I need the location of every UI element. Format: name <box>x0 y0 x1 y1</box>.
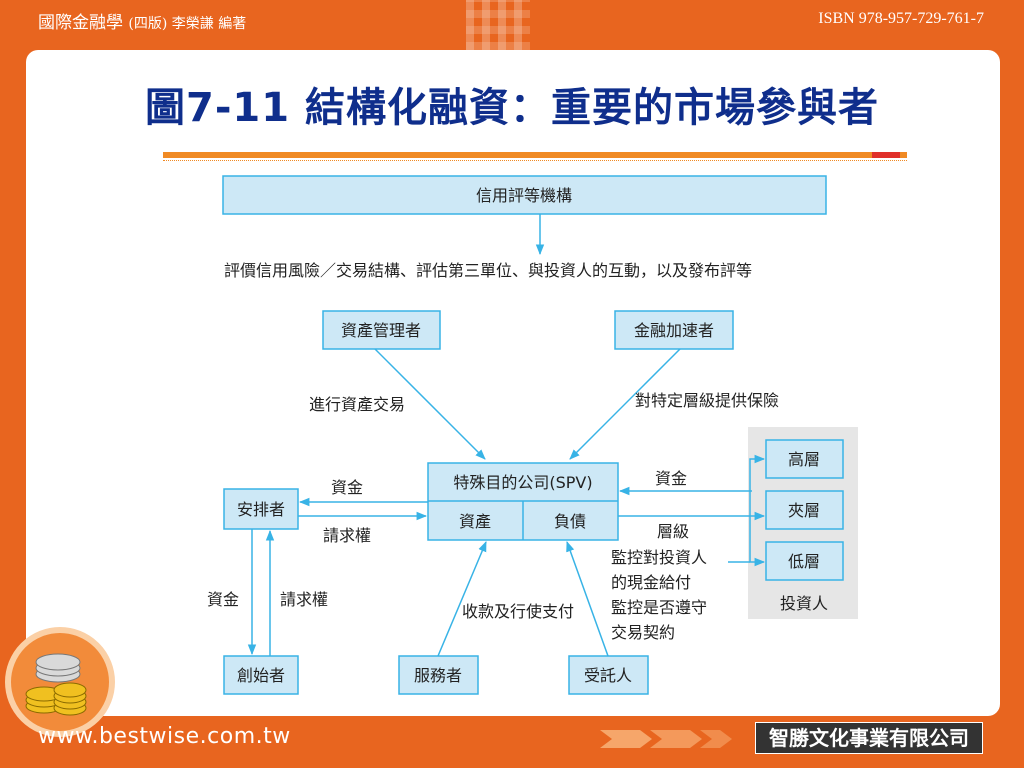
rating-agency-label: 信用評等機構 <box>476 186 572 205</box>
originator-claims-label: 請求權 <box>280 590 328 609</box>
trustee-monitor-1: 監控對投資人 <box>611 548 707 567</box>
originator-box <box>223 655 299 695</box>
trustee-label: 受託人 <box>584 666 632 685</box>
footer-company: 智勝文化事業有限公司 <box>755 722 983 754</box>
trustee-monitor-3: 監控是否遵守 <box>611 598 707 617</box>
asset-trade-label: 進行資產交易 <box>309 395 405 414</box>
header-book-title: 國際金融學 (四版) 李榮謙 編著 <box>38 8 246 33</box>
investors-label: 投資人 <box>780 594 828 613</box>
title-rule-dots <box>163 160 907 162</box>
title-rule-accent <box>872 152 900 158</box>
trustee-arrow <box>566 541 609 657</box>
originator-funds-label: 資金 <box>207 590 239 609</box>
slide-title: 圖7-11 結構化融資：重要的市場參與者 <box>144 85 880 131</box>
insurance-label: 對特定層級提供保險 <box>635 391 779 410</box>
arranger-box <box>223 488 299 530</box>
junior-label: 低層 <box>788 552 820 571</box>
trustee-box <box>568 655 649 695</box>
title-rule <box>163 152 907 158</box>
tranche-senior-line <box>749 454 766 516</box>
senior-box <box>765 439 844 479</box>
credit-enhancer-box <box>614 310 734 350</box>
servicer-arrow <box>437 541 487 657</box>
originator-label: 創始者 <box>237 666 285 685</box>
credit-enhancer-label: 金融加速者 <box>634 321 714 340</box>
trustee-monitor-4: 交易契約 <box>611 623 675 642</box>
asset-manager-label: 資產管理者 <box>341 321 421 340</box>
arranger-label: 安排者 <box>237 500 285 519</box>
mezzanine-box <box>765 490 844 530</box>
investor-funds-label: 資金 <box>655 469 687 488</box>
mezzanine-label: 夾層 <box>788 501 820 520</box>
chevron-arrows-icon <box>600 730 732 748</box>
book-title: 國際金融學 <box>38 13 123 33</box>
collection-label: 收款及行使支付 <box>462 602 574 621</box>
rating-description: 評價信用風險／交易結構、評估第三單位、與投資人的互動，以及發布評等 <box>224 261 752 280</box>
tranches-label: 層級 <box>657 522 689 541</box>
rating-agency-box <box>222 175 827 215</box>
junior-box <box>765 541 844 581</box>
senior-label: 高層 <box>788 450 820 469</box>
asset-manager-box <box>322 310 441 350</box>
credit-enhancer-arrow <box>569 348 681 460</box>
footer-url: www.bestwise.com.tw <box>38 724 291 749</box>
book-subtitle: (四版) 李榮謙 編著 <box>128 16 247 32</box>
header-pattern <box>466 0 530 50</box>
coins-stack-icon <box>5 627 115 737</box>
spv-liabilities-label: 負債 <box>554 512 586 531</box>
arranger-funds-label: 資金 <box>331 478 363 497</box>
asset-manager-arrow <box>374 348 486 460</box>
servicer-label: 服務者 <box>414 666 462 685</box>
spv-assets-label: 資產 <box>459 512 491 531</box>
spv-label: 特殊目的公司(SPV) <box>453 473 592 492</box>
arranger-claims-label: 請求權 <box>323 526 371 545</box>
header-isbn: ISBN 978-957-729-761-7 <box>818 10 984 27</box>
servicer-box <box>398 655 479 695</box>
trustee-monitor-2: 的現金給付 <box>611 573 691 592</box>
